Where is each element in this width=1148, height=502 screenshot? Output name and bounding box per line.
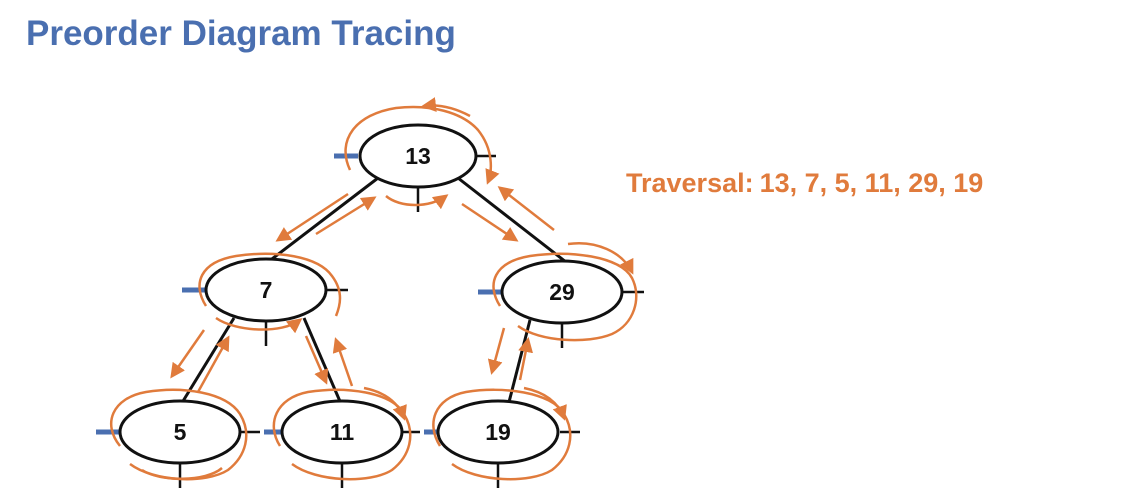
edge-13-7 — [267, 176, 379, 264]
trace-right-11 — [363, 386, 407, 421]
node-29: 29 — [500, 259, 624, 325]
trace-right-19 — [523, 386, 567, 421]
trace-7-to-11 — [304, 335, 329, 385]
page-title: Preorder Diagram Tracing — [26, 14, 456, 53]
trace-5-to-7 — [196, 335, 230, 393]
node-29-label: 29 — [549, 279, 575, 305]
trace-under-5 — [141, 467, 223, 480]
traversal-sequence: 13, 7, 5, 11, 29, 19 — [759, 168, 984, 198]
trace-29-to-13 — [497, 186, 555, 231]
node-19: 19 — [436, 399, 560, 465]
node-13-label: 13 — [405, 143, 431, 169]
trace-under-7 — [215, 316, 303, 334]
edge-13-29 — [457, 176, 567, 264]
trace-7-to-13 — [315, 196, 377, 236]
node-11-label: 11 — [330, 419, 355, 445]
node-7-label: 7 — [260, 277, 273, 303]
node-19-label: 19 — [485, 419, 511, 445]
trace-29-to-19 — [487, 327, 506, 375]
traversal-label: Traversal: — [626, 168, 754, 198]
node-5: 5 — [118, 399, 242, 465]
edge-7-11 — [302, 317, 344, 407]
trace-around-7 — [198, 252, 342, 317]
node-5-label: 5 — [174, 419, 187, 445]
node-7: 7 — [204, 257, 328, 323]
trace-around-29 — [492, 252, 638, 342]
visit-markers — [96, 153, 644, 488]
trace-13-to-29 — [461, 202, 519, 242]
tree-nodes: 13 7 29 5 11 19 — [118, 123, 624, 465]
trace-13-to-7 — [275, 192, 349, 242]
traversal-trace — [110, 97, 638, 481]
trace-top-29 — [567, 241, 634, 275]
trace-top-13 — [421, 97, 471, 118]
trace-11-to-7 — [332, 337, 354, 387]
trace-19-to-29 — [518, 337, 534, 381]
node-11: 11 — [280, 399, 404, 465]
trace-under-13 — [385, 194, 449, 210]
trace-7-to-5 — [170, 329, 206, 379]
traversal-text: Traversal:13, 7, 5, 11, 29, 19 — [626, 168, 983, 199]
node-13: 13 — [358, 123, 478, 189]
